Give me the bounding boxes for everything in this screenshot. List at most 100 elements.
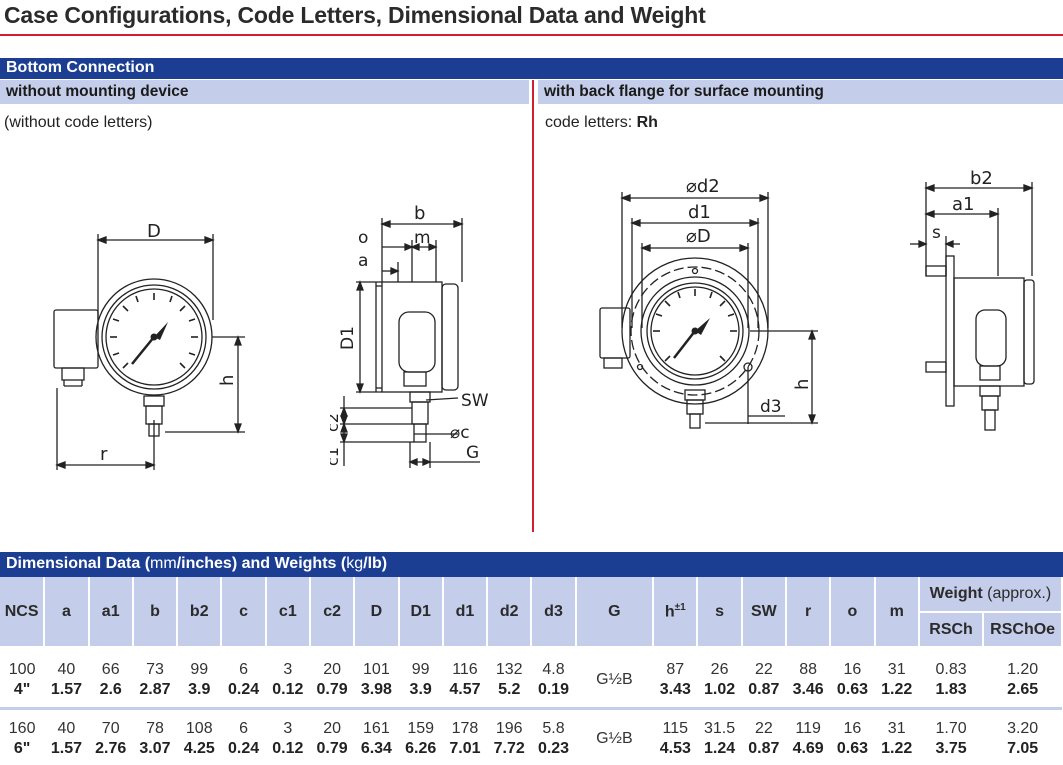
page-title: Case Configurations, Code Letters, Dimen…: [4, 2, 706, 28]
dimension-b-label: b: [414, 203, 425, 224]
title-rule: [0, 34, 1063, 36]
dimension-c2-label: c2: [330, 413, 342, 432]
dimension-D-flange-label: ⌀D: [686, 226, 711, 247]
column-header-d1: d1: [442, 577, 489, 648]
panel-divider: [532, 80, 534, 532]
column-header-m: m: [874, 577, 920, 648]
right-panel-note: code letters: Rh: [545, 114, 658, 132]
dimension-D1-label: D1: [338, 326, 358, 350]
dimension-a-label: a: [358, 251, 368, 271]
column-header-d3: d3: [531, 577, 577, 648]
code-letters-prefix: code letters:: [545, 114, 637, 131]
column-header-a1: a1: [88, 577, 134, 648]
dimension-d3-label: d3: [760, 397, 782, 417]
gauge-side-view-drawing: b o m a D1 SW c2 c1 ⌀c G: [330, 203, 489, 468]
dimension-c1-label: c1: [330, 447, 342, 466]
column-header-rschoe: RSChOe: [983, 612, 1063, 648]
column-header-d1: D1: [398, 577, 444, 648]
column-header-ncs: NCS: [0, 577, 46, 648]
column-header-c: c: [221, 577, 267, 648]
dimension-d1-label: d1: [688, 202, 711, 223]
column-header-r: r: [786, 577, 832, 648]
column-header-o: o: [830, 577, 876, 648]
right-panel-header: with back flange for surface mounting: [538, 80, 1063, 104]
dimension-h-label: h: [217, 375, 238, 386]
flange-gauge-side-view-drawing: b2 a1 s: [910, 168, 1035, 431]
dimension-d2-label: ⌀d2: [686, 176, 720, 197]
dimension-a1-label: a1: [952, 194, 974, 215]
dimensional-data-title: Dimensional Data (mm/inches) and Weights…: [0, 552, 1063, 577]
dimension-c-label: ⌀c: [450, 423, 470, 443]
left-panel-header: without mounting device: [0, 80, 529, 104]
column-header-h: h±1: [653, 577, 699, 648]
left-panel-note: (without code letters): [4, 114, 153, 131]
column-header-sw: SW: [741, 577, 788, 648]
column-header-c2: c2: [309, 577, 356, 648]
column-header-b: b: [132, 577, 179, 648]
code-letters-value: Rh: [636, 114, 658, 131]
column-header-b2: b2: [177, 577, 223, 648]
column-header-s: s: [697, 577, 743, 648]
flange-gauge-front-view-drawing: ⌀d2 d1 ⌀D h d3: [599, 176, 818, 429]
dimension-o-label: o: [358, 228, 368, 248]
dimension-r-label: r: [100, 444, 108, 465]
dimension-SW-label: SW: [461, 391, 489, 411]
dimension-b2-label: b2: [970, 168, 993, 189]
gauge-front-view-drawing: D h r: [53, 221, 245, 470]
dimension-m-label: m: [414, 228, 431, 248]
table-cell: G½B: [575, 710, 654, 765]
column-header-weight: Weight (approx.): [918, 577, 1063, 613]
dimension-D-label: D: [147, 221, 161, 242]
dimension-G-label: G: [466, 443, 479, 463]
section-title: Bottom Connection: [0, 58, 1063, 79]
dimension-h-flange-label: h: [792, 379, 813, 390]
column-header-d: D: [354, 577, 400, 648]
column-header-rsch: RSCh: [918, 612, 985, 648]
column-header-g: G: [575, 577, 655, 648]
dimension-s-label: s: [932, 223, 941, 243]
column-header-c1: c1: [265, 577, 311, 648]
column-header-a: a: [44, 577, 90, 648]
